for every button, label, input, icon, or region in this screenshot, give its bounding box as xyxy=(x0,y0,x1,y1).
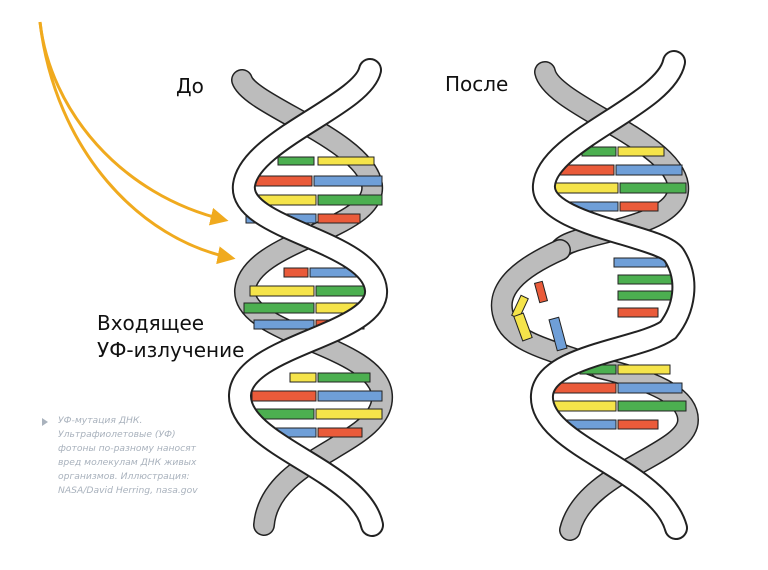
base-pair xyxy=(617,364,671,375)
base-pair xyxy=(615,164,683,176)
dna-helix-before xyxy=(228,58,393,537)
base-pairs-bottom xyxy=(241,372,383,438)
base-pair xyxy=(317,372,371,383)
base-pair xyxy=(617,146,665,157)
base-pair xyxy=(289,372,317,383)
label-uv-line2: УФ-излучение xyxy=(97,338,245,362)
base-pair xyxy=(283,267,309,278)
base-pair xyxy=(249,285,315,297)
caption-line: Ультрафиолетовые (УФ) xyxy=(58,429,176,440)
base-pair xyxy=(317,213,361,224)
label-after: После xyxy=(445,72,509,96)
curved-arrow-icon xyxy=(38,21,236,265)
base-pair xyxy=(617,307,659,318)
base-pair xyxy=(243,302,315,314)
base-pair xyxy=(317,194,383,206)
caption-line: организмов. Иллюстрация: xyxy=(58,471,190,482)
caption-line: вред молекулам ДНК живых xyxy=(58,457,197,468)
base-pair xyxy=(551,382,617,394)
base-pair xyxy=(317,427,363,438)
caption-line: УФ-мутация ДНК. xyxy=(58,415,143,426)
base-pair xyxy=(315,408,383,420)
label-incoming-uv: Входящее УФ-излучение xyxy=(97,310,244,364)
base-pair xyxy=(617,419,659,430)
base-pair xyxy=(251,175,313,187)
label-before: До xyxy=(176,74,204,98)
base-pair xyxy=(317,390,383,402)
base-pair xyxy=(313,175,383,187)
triangle-bullet-icon xyxy=(42,418,48,426)
base-pair xyxy=(253,319,315,330)
caption-line: NASA/David Herring, nasa.gov xyxy=(58,485,198,496)
base-pair xyxy=(617,382,683,394)
damaged-bases xyxy=(511,257,679,352)
base-pair xyxy=(277,156,315,166)
base-pair xyxy=(317,156,375,166)
loose-base xyxy=(533,280,549,304)
base-pair xyxy=(251,390,317,402)
loose-base xyxy=(548,316,568,352)
base-pair xyxy=(619,182,687,194)
base-pair xyxy=(619,201,659,212)
base-pairs-bottom xyxy=(541,364,687,430)
uv-arrows xyxy=(38,21,236,265)
figure-caption: УФ-мутация ДНК. Ультрафиолетовые (УФ) фо… xyxy=(42,414,222,498)
dna-helix-after xyxy=(490,50,700,541)
label-uv-line1: Входящее xyxy=(97,311,205,335)
loose-base xyxy=(513,312,533,342)
caption-line: фотоны по-разному наносят xyxy=(58,443,197,454)
base-pair xyxy=(617,400,687,412)
